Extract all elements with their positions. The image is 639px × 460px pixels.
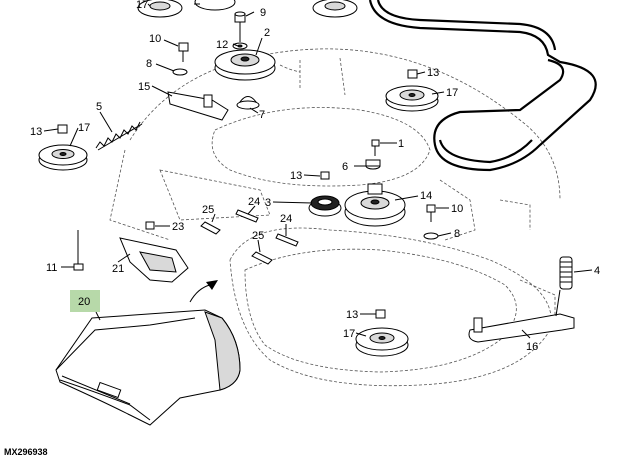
right-upper-pulley-part-17 bbox=[385, 69, 439, 112]
callout-16: 16 bbox=[526, 341, 538, 353]
washer-part-8 bbox=[172, 68, 188, 76]
callout-1: 1 bbox=[398, 138, 404, 150]
bracket-part-15 bbox=[167, 91, 229, 121]
large-pulley-part-14 bbox=[344, 183, 406, 227]
callout-10-right: 10 bbox=[451, 203, 463, 215]
callout-5: 5 bbox=[96, 101, 102, 113]
top-left-pulley bbox=[137, 0, 183, 18]
nut-part-6 bbox=[365, 159, 381, 170]
direction-arrow bbox=[189, 280, 218, 303]
top-right-pulley bbox=[312, 0, 358, 18]
callout-25-a: 25 bbox=[202, 204, 214, 216]
callout-9: 9 bbox=[260, 7, 266, 19]
callout-11: 11 bbox=[46, 262, 57, 274]
bolt-part-11 bbox=[73, 230, 84, 271]
callout-17-top: 17 bbox=[136, 0, 148, 11]
callout-4: 4 bbox=[594, 265, 600, 277]
bottom-pulley-part-17 bbox=[355, 309, 409, 357]
bolt-part-1 bbox=[371, 139, 380, 156]
figure-id: MX296938 bbox=[4, 447, 48, 457]
callout-labels: 17 9 10 12 2 8 15 7 5 13 17 13 17 1 6 13… bbox=[30, 0, 600, 353]
drive-belt bbox=[368, 0, 597, 172]
pins-part-24-25 bbox=[200, 209, 299, 265]
callout-17-bottom: 17 bbox=[343, 328, 355, 340]
callout-8-right: 8 bbox=[454, 228, 460, 240]
washer-part-12 bbox=[232, 42, 248, 50]
callout-15: 15 bbox=[138, 81, 150, 93]
pulley-part-3 bbox=[308, 171, 342, 217]
bracket-part-21 bbox=[119, 237, 189, 283]
nut-part-9 bbox=[234, 11, 246, 23]
callout-13-top-right: 13 bbox=[427, 67, 439, 79]
callout-7: 7 bbox=[259, 109, 265, 121]
callout-2: 2 bbox=[264, 27, 270, 39]
callout-10-top: 10 bbox=[149, 33, 161, 45]
callout-23: 23 bbox=[172, 221, 184, 233]
callout-17-left: 17 bbox=[78, 122, 90, 134]
left-pulley-part-17 bbox=[38, 124, 88, 171]
lever-arm-part-16 bbox=[468, 289, 575, 343]
cap-part-7 bbox=[236, 96, 260, 110]
callout-13-bottom: 13 bbox=[346, 309, 358, 321]
callout-20: 20 bbox=[78, 296, 90, 308]
callout-13-center: 13 bbox=[290, 170, 302, 182]
callout-14: 14 bbox=[420, 190, 432, 202]
callout-24-b: 24 bbox=[280, 213, 292, 225]
callout-12: 12 bbox=[216, 39, 228, 51]
callout-25-b: 25 bbox=[252, 230, 264, 242]
bagger-chute-part-20 bbox=[55, 309, 241, 426]
callout-13-left: 13 bbox=[30, 126, 42, 138]
top-center-pulley bbox=[194, 0, 236, 11]
leader-lines bbox=[43, 3, 593, 339]
callout-17-right: 17 bbox=[446, 87, 458, 99]
bolt-part-10-right bbox=[423, 204, 439, 240]
callout-21: 21 bbox=[112, 263, 124, 275]
callout-20-box bbox=[70, 290, 100, 312]
mower-deck bbox=[109, 48, 561, 387]
callout-3: 3 bbox=[265, 197, 271, 209]
callout-24-a: 24 bbox=[248, 196, 260, 208]
callout-8-top: 8 bbox=[146, 58, 152, 70]
spring-part-5 bbox=[95, 121, 143, 151]
spring-part-4 bbox=[559, 256, 573, 290]
bolt-part-10 bbox=[178, 42, 189, 62]
clip-part-23 bbox=[145, 221, 155, 230]
callout-20-highlight: 20 bbox=[70, 290, 100, 312]
idler-pulley-part-2 bbox=[214, 49, 276, 81]
callout-6: 6 bbox=[342, 161, 348, 173]
